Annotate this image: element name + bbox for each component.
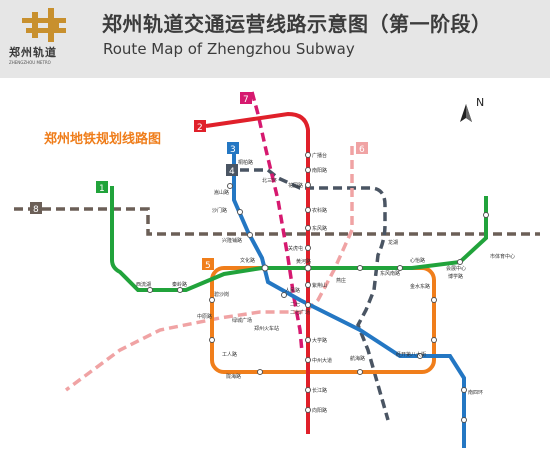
station-label: 关虎屯 xyxy=(288,245,303,252)
line-5-badge: 5 xyxy=(202,258,214,271)
station-label: 中原路 xyxy=(197,313,212,320)
station-label: 碧沙岗 xyxy=(214,291,229,298)
line-3-badge: 3 xyxy=(227,142,239,155)
station-label: 金水东路 xyxy=(410,283,430,290)
station-label: 长江路 xyxy=(312,387,327,394)
svg-text:6: 6 xyxy=(359,145,365,155)
svg-text:3: 3 xyxy=(230,145,236,155)
station-label: 紫荆山 xyxy=(312,282,327,289)
station-label: 广播台 xyxy=(312,152,327,159)
station-label: 人民路 xyxy=(285,287,300,294)
station-label: 二七 xyxy=(290,301,300,308)
logo-text-en: ZHENGZHOU METRO xyxy=(9,60,51,65)
svg-text:4: 4 xyxy=(229,167,235,177)
station-label: 绿城广场 xyxy=(232,317,252,324)
station-label: 航海路 xyxy=(350,355,365,362)
line-6-badge: 6 xyxy=(356,142,368,155)
station-label: 博学路 xyxy=(448,273,463,280)
station-label: 西流湖 xyxy=(136,281,151,288)
station-label: 龙湖 xyxy=(388,239,398,246)
plan-title: 郑州地铁规划线路图 xyxy=(44,132,162,147)
logo-text-cn: 郑州轨道 xyxy=(9,46,57,59)
line-1-route xyxy=(110,186,488,292)
station-label: 向阳路 xyxy=(312,407,327,414)
svg-text:8: 8 xyxy=(33,205,39,215)
svg-text:5: 5 xyxy=(205,261,211,271)
station-label: 市体育中心 xyxy=(490,253,515,260)
station-label: 东风南路 xyxy=(380,270,400,277)
line-8-badge: 8 xyxy=(30,202,42,215)
compass-label: N xyxy=(476,96,484,109)
station-label: 二七广场 xyxy=(290,309,310,316)
station-label: 南阳路 xyxy=(312,167,327,174)
line-3-route xyxy=(232,150,466,448)
station-label: 嵩山路 xyxy=(214,189,229,196)
line-2-route xyxy=(205,111,310,434)
station-label: 黄河路 xyxy=(296,258,311,265)
station-label: 兴隆铺路 xyxy=(222,237,242,244)
station-label: 文化路 xyxy=(240,257,255,264)
station-markers xyxy=(147,152,489,423)
north-arrow-icon: N xyxy=(460,96,484,122)
station-label: 花园路 xyxy=(288,182,303,189)
line-4-route xyxy=(240,168,390,421)
station-label: 心怡路 xyxy=(410,257,425,264)
svg-text:2: 2 xyxy=(197,123,203,133)
station-label: 燕庄 xyxy=(336,277,346,284)
station-label: 桐柏路 xyxy=(238,159,253,166)
line-8-route xyxy=(14,207,540,236)
station-label: 东风路 xyxy=(312,225,327,232)
line-7-badge: 7 xyxy=(240,92,252,105)
station-label: 工人路 xyxy=(222,351,237,358)
map-title-cn: 郑州轨道交通运营线路示意图（第一阶段） xyxy=(102,12,492,36)
station-label: 中州大道 xyxy=(312,357,332,364)
station-label: 陇海路 xyxy=(226,373,241,380)
station-label: 秦岭路 xyxy=(172,281,187,288)
line-1-badge: 1 xyxy=(96,181,108,194)
svg-text:1: 1 xyxy=(99,184,105,194)
station-label: 郑州火车站 xyxy=(254,325,279,332)
svg-text:7: 7 xyxy=(243,95,249,105)
line-6-route xyxy=(64,146,354,392)
header-banner: 郑州轨道 ZHENGZHOU METRO 郑州轨道交通运营线路示意图（第一阶段）… xyxy=(0,0,550,78)
station-label: 北三环 xyxy=(262,177,277,184)
line-2-badge: 2 xyxy=(194,120,206,133)
line-4-badge: 4 xyxy=(226,164,238,177)
map-title-en: Route Map of Zhengzhou Subway xyxy=(103,40,355,58)
station-label: 经开第八大街 xyxy=(396,351,426,358)
station-label: 大学路 xyxy=(312,337,327,344)
station-label: 农科路 xyxy=(312,207,327,214)
station-label: 沙门路 xyxy=(212,207,227,214)
station-label: 会展中心 xyxy=(446,265,466,272)
zhengzhou-metro-logo xyxy=(22,8,66,42)
station-label: 南四环 xyxy=(468,389,483,396)
